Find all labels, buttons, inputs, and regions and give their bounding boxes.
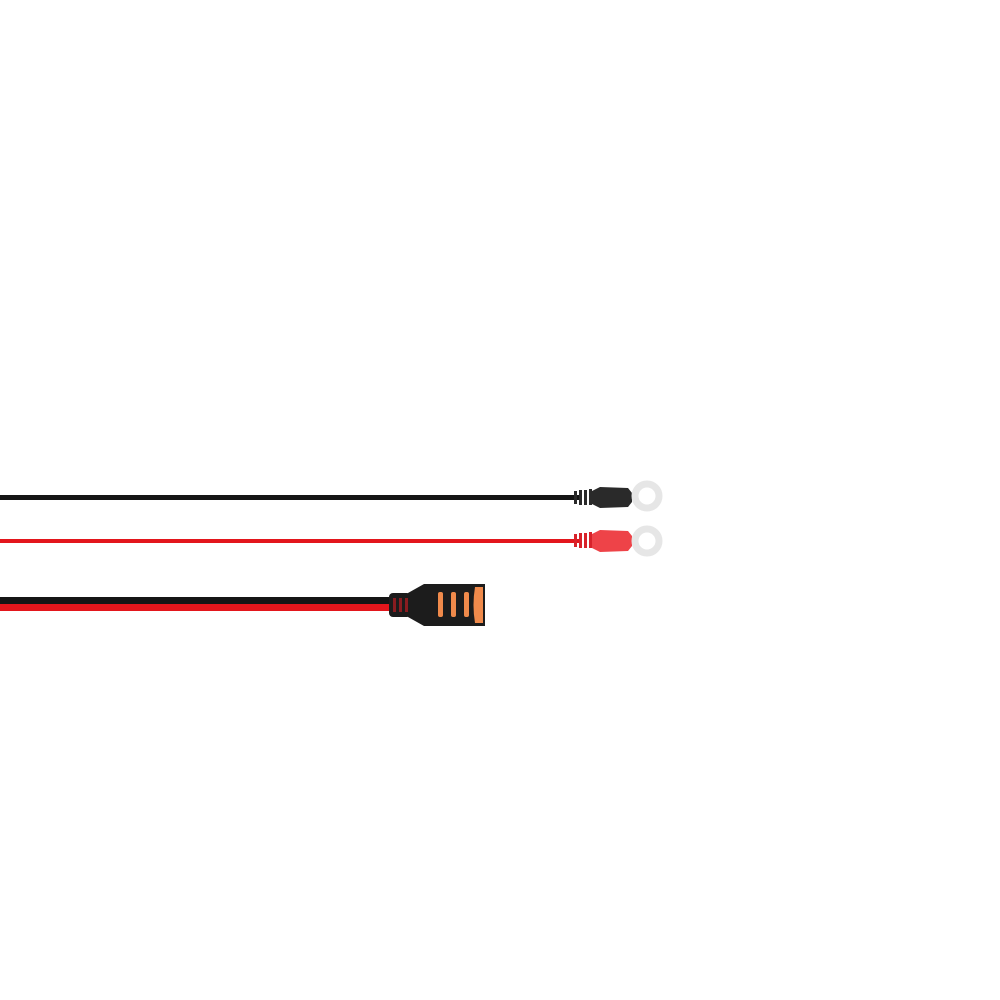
red-wire	[0, 604, 395, 611]
red-strain-relief	[574, 532, 592, 548]
connector-plug-cable	[0, 584, 485, 626]
black-wire	[0, 495, 580, 500]
connector-stripe	[464, 592, 469, 617]
black-ring-terminal-lead	[0, 480, 663, 512]
connector-tip	[473, 587, 483, 623]
black-ring-terminal	[631, 480, 663, 512]
red-wire	[0, 539, 580, 543]
connector-stripe	[451, 592, 456, 617]
red-boot	[592, 530, 632, 552]
connector-stripe	[438, 592, 443, 617]
red-ring-terminal-lead	[0, 525, 663, 557]
black-boot	[592, 487, 632, 508]
red-ring-terminal	[631, 525, 663, 557]
black-wire	[0, 597, 395, 604]
black-strain-relief	[574, 489, 592, 505]
connector-strain-relief	[389, 593, 411, 617]
connector-body	[408, 584, 485, 626]
